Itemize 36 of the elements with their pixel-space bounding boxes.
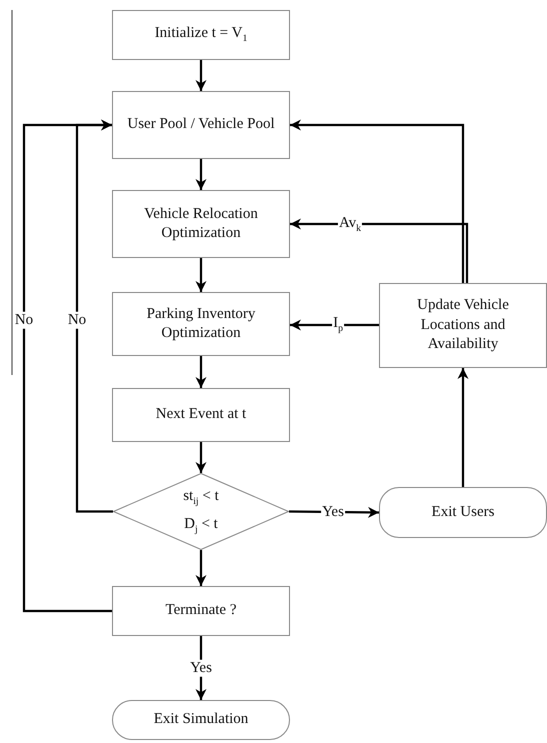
arrow: [196, 550, 206, 586]
process-box: [112, 388, 290, 442]
node-text: Initialize t = V$_{1}$: [154, 24, 248, 46]
edge-label: No: [14, 312, 34, 328]
arrow: [196, 442, 206, 473]
node-text: st$_{ij}$ < t: [183, 486, 219, 508]
node-text: Next Event at t: [156, 405, 246, 424]
arrow: [196, 356, 206, 388]
node-text: Terminate ?: [166, 601, 236, 620]
arrow: [196, 159, 206, 190]
process-box: [112, 91, 290, 159]
arrow: [290, 120, 464, 283]
node-text: Update Vehicle Locations and Availability: [416, 296, 510, 354]
node-text: Parking Inventory Optimization: [146, 304, 256, 343]
arrow: [290, 320, 379, 330]
process-box: [112, 10, 290, 60]
arrow: [290, 218, 468, 283]
decision-diamond: [113, 473, 289, 550]
node-text: Exit Users: [432, 502, 494, 522]
edge-label: No: [66, 312, 88, 328]
terminal-box: [379, 487, 547, 538]
edge-label: Yes: [189, 660, 213, 676]
arrow: [196, 60, 206, 91]
arrow: [22, 120, 112, 612]
terminal-box: [112, 700, 290, 740]
arrow: [458, 368, 468, 487]
edge-label: I$_{p}$: [332, 315, 344, 335]
process-box: [112, 292, 290, 356]
process-box: [112, 190, 290, 258]
node-text: Exit Simulation: [154, 710, 248, 730]
process-box: [112, 586, 290, 636]
node-text: User Pool / Vehicle Pool: [127, 115, 275, 134]
arrow: [196, 258, 206, 292]
node-text: Vehicle Relocation Optimization: [143, 204, 259, 243]
node-text: D$_{j}$ < t: [184, 514, 218, 536]
process-box: [379, 283, 547, 368]
